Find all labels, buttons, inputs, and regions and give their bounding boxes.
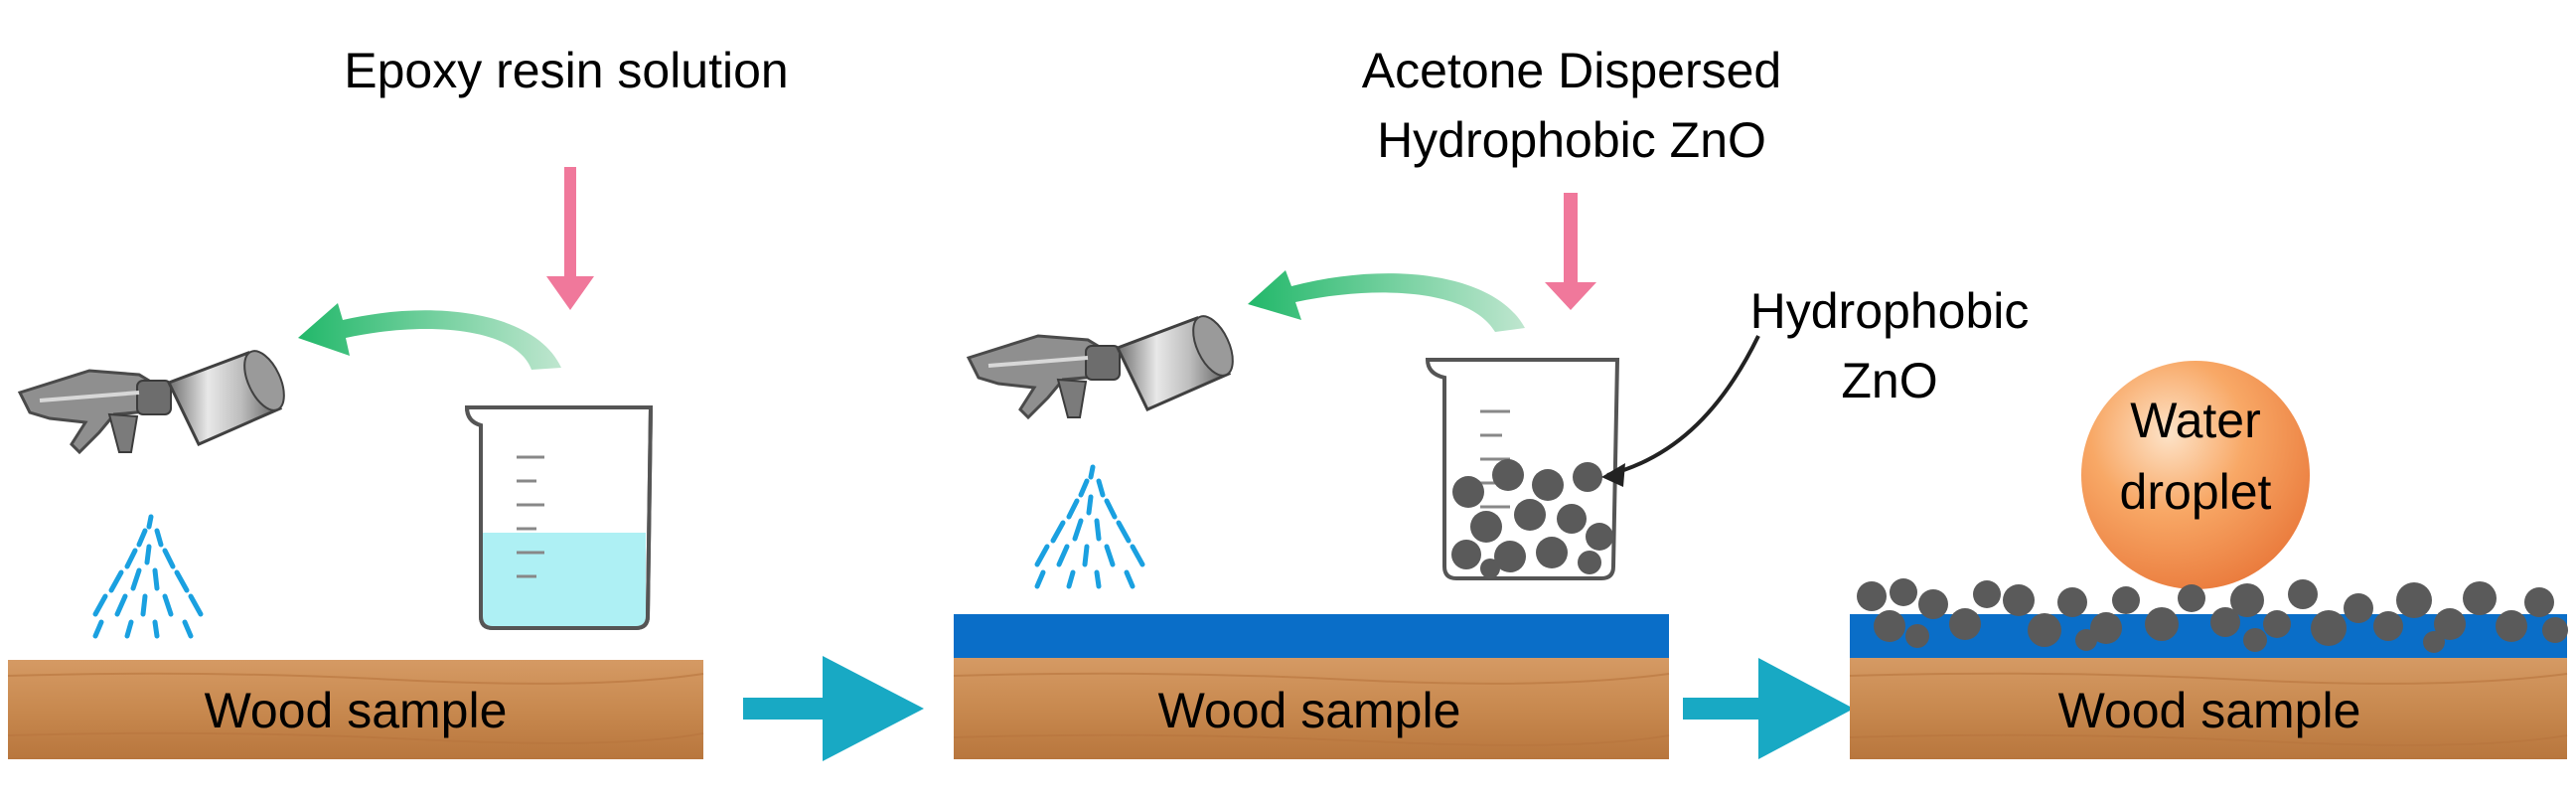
wood-label-3: Wood sample [2058, 683, 2361, 738]
panel-2: Acetone Dispersed Hydrophobic ZnO [953, 43, 2030, 759]
water-droplet: Water droplet [2081, 361, 2310, 589]
spray-mist-icon [95, 517, 201, 636]
acetone-label-line2: Hydrophobic ZnO [1377, 112, 1766, 168]
wood-sample-2: Wood sample [953, 658, 1670, 759]
wood-label-1: Wood sample [205, 683, 508, 738]
pink-down-arrow-2 [1545, 193, 1596, 310]
green-curved-arrow-1 [298, 303, 561, 370]
wood-sample-3: Wood sample [1849, 658, 2568, 759]
panel-3: Water droplet [1849, 361, 2568, 759]
acetone-label-line1: Acetone Dispersed [1362, 43, 1781, 98]
process-arrow-1 [743, 656, 924, 761]
wood-label-2: Wood sample [1158, 683, 1461, 738]
wood-sample-1: Wood sample [7, 660, 704, 759]
process-arrow-2 [1683, 658, 1854, 759]
callout-pointer [1601, 335, 1760, 487]
epoxy-layer-2 [954, 614, 1669, 658]
green-curved-arrow-2 [1248, 270, 1525, 332]
beaker-icon [1425, 358, 1620, 580]
pink-down-arrow-1 [546, 167, 594, 310]
callout-line1: Hydrophobic [1750, 283, 2030, 339]
zno-particle-layer [1857, 578, 2568, 653]
zno-particles-in-beaker [1451, 459, 1613, 578]
spray-mist-icon [1037, 467, 1142, 586]
droplet-line1: Water [2130, 393, 2261, 448]
epoxy-label: Epoxy resin solution [344, 43, 788, 98]
droplet-line2: droplet [2120, 464, 2272, 520]
beaker-icon [464, 405, 654, 630]
spray-gun-icon [18, 343, 295, 454]
callout-line2: ZnO [1841, 353, 1937, 408]
spray-gun-icon [967, 308, 1244, 419]
panel-1: Epoxy resin solution [7, 43, 789, 759]
